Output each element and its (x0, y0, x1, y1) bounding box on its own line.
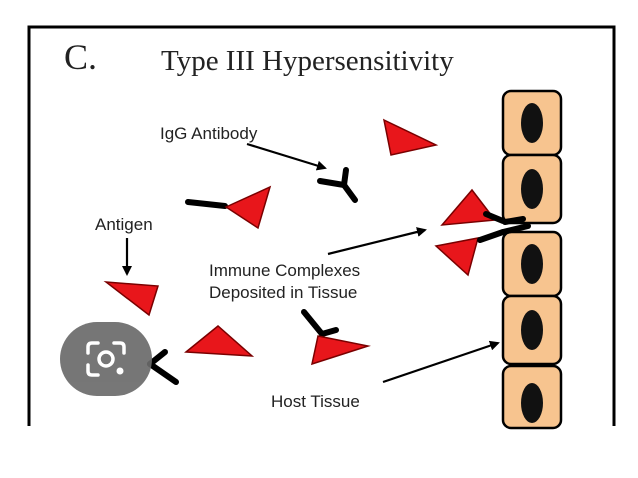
tissue-cell (501, 89, 563, 157)
arrow-host-tissue (382, 340, 500, 384)
label-immune-complexes: Immune Complexes (209, 261, 360, 280)
host-tissue-cells (501, 89, 563, 430)
diagram-title: Type III Hypersensitivity (161, 45, 454, 77)
immune-complex (301, 309, 371, 366)
label-deposited-in-tissue: Deposited in Tissue (209, 283, 357, 302)
antigen-triangle (382, 118, 439, 156)
igg-antibody (317, 167, 358, 203)
label-igg-antibody: IgG Antibody (160, 124, 258, 143)
antigen-triangle (103, 281, 159, 317)
immune-complex (185, 185, 272, 230)
tissue-cell (501, 153, 563, 225)
label-host-tissue: Host Tissue (271, 392, 360, 411)
panel-letter: C. (64, 37, 97, 77)
immune-complex (147, 349, 179, 385)
arrow-igg (246, 142, 327, 171)
tissue-cell (501, 294, 563, 366)
lens-camera-icon (86, 341, 126, 377)
visual-search-button[interactable] (60, 322, 152, 396)
label-antigen: Antigen (95, 215, 153, 234)
arrow-immune-complexes (327, 227, 427, 256)
tissue-cell (501, 230, 563, 298)
figure-frame (27, 25, 616, 426)
tissue-cell (501, 364, 563, 430)
antigen-triangle (184, 325, 255, 357)
deposited-complex (434, 188, 531, 277)
